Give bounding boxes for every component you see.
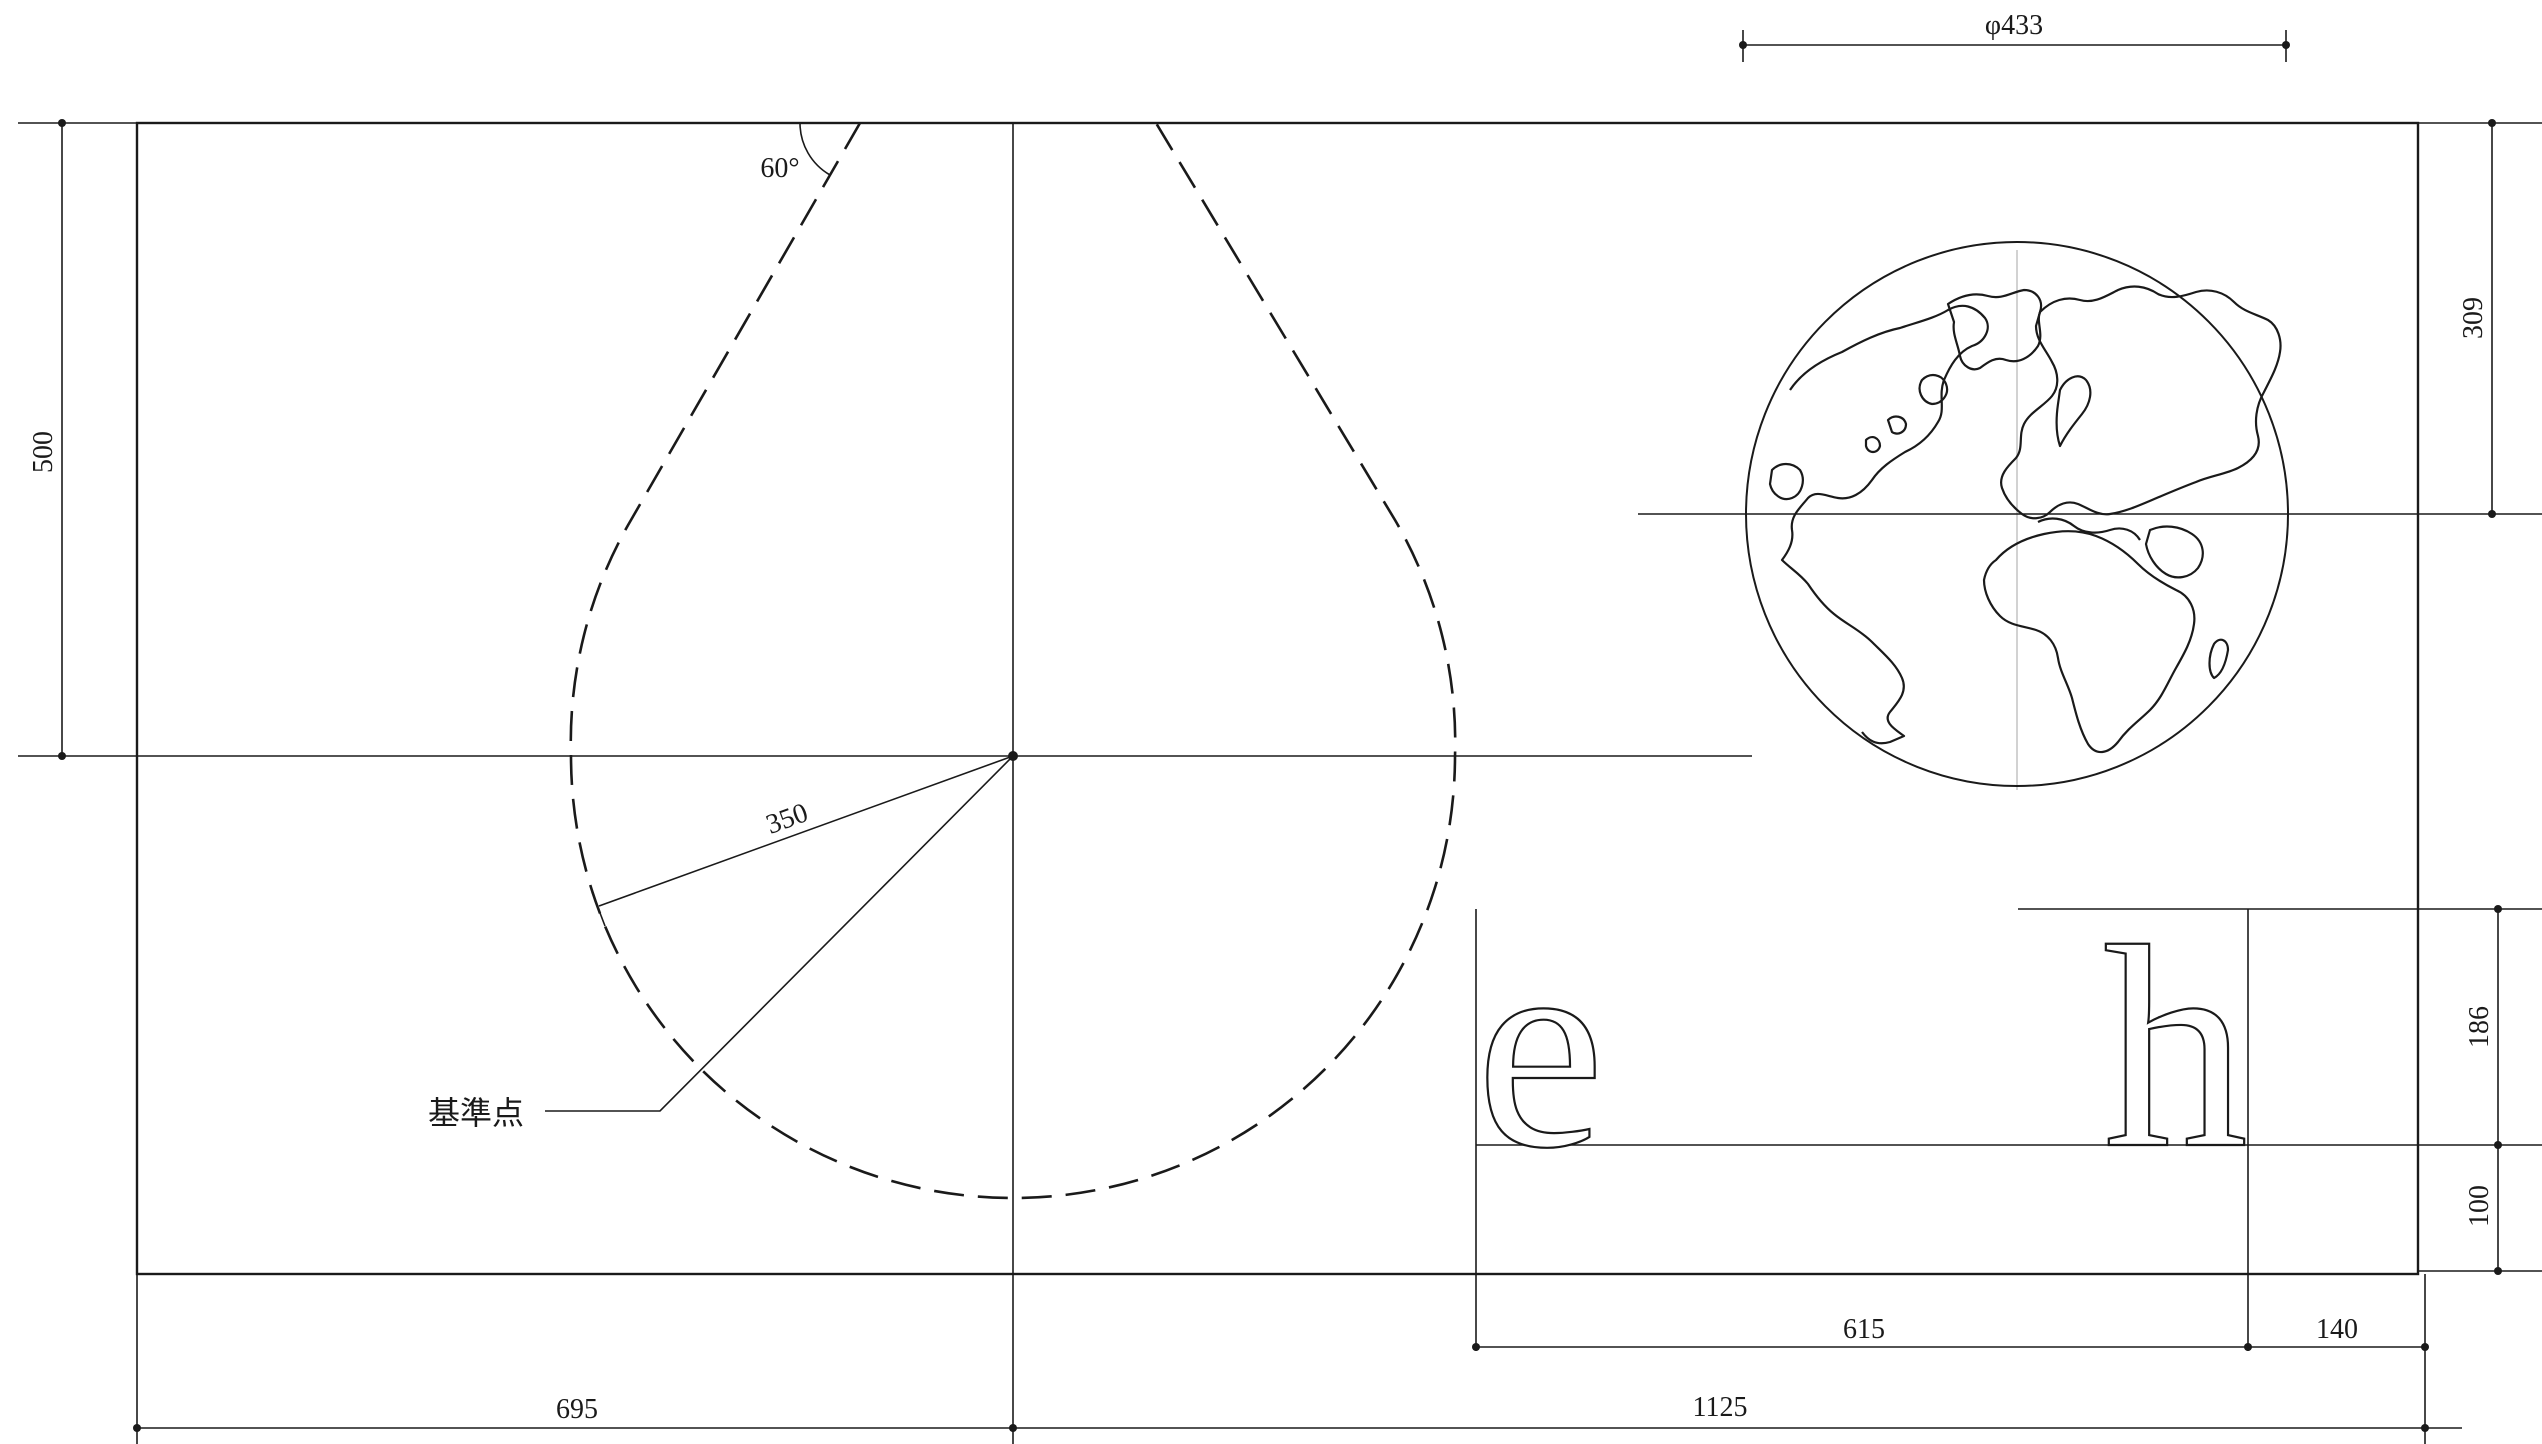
scandinavia-icon [2055, 375, 2092, 448]
radius-label: 350 [762, 797, 812, 840]
africa-icon [1982, 530, 2196, 754]
drop-outline [569, 122, 1457, 1200]
letter-e: e [1476, 887, 1605, 1208]
letters-width-label: 615 [1843, 1314, 1885, 1345]
madagascar-icon [2208, 638, 2230, 680]
right-margin-label: 140 [2316, 1314, 2358, 1345]
arabia-icon [2144, 525, 2204, 579]
globe [1745, 241, 2289, 790]
right-dimensions: 309 186 100 [2458, 119, 2502, 1275]
baseline-offset-label: 100 [2464, 1185, 2495, 1227]
globe-diameter-label: φ433 [1985, 10, 2043, 41]
south-tip-icon [1768, 462, 1804, 501]
letter-h: h [2103, 887, 2248, 1208]
globe-diameter-dimension: φ433 [1739, 10, 2290, 62]
reference-point-leader [545, 755, 1014, 1112]
radius-line [598, 755, 1014, 907]
letter-height-label: 186 [2464, 1006, 2495, 1048]
left-height-dimension: 500 [28, 119, 66, 760]
globe-outline [1745, 241, 2289, 787]
bottom-right-label: 1125 [1693, 1392, 1748, 1423]
islands-icon [1864, 374, 1949, 454]
north-america-icon [1780, 304, 1989, 745]
bottom-dimension: 695 1125 [133, 1392, 2462, 1432]
letters-width-dimension: 615 140 [1472, 1314, 2429, 1351]
angle-label: 60° [760, 153, 799, 184]
greenland-icon [1946, 288, 2043, 371]
eurasia-icon [2000, 285, 2282, 520]
angle-arc [799, 122, 831, 176]
reference-point-label: 基準点 [428, 1094, 524, 1132]
letter-e-group: e [1475, 886, 1606, 1351]
letter-h-group: h [2102, 886, 2249, 1351]
right-top-label: 309 [2458, 297, 2489, 339]
mediterranean-icon [2037, 517, 2141, 541]
bottom-left-label: 695 [556, 1394, 598, 1425]
left-height-label: 500 [28, 431, 59, 473]
